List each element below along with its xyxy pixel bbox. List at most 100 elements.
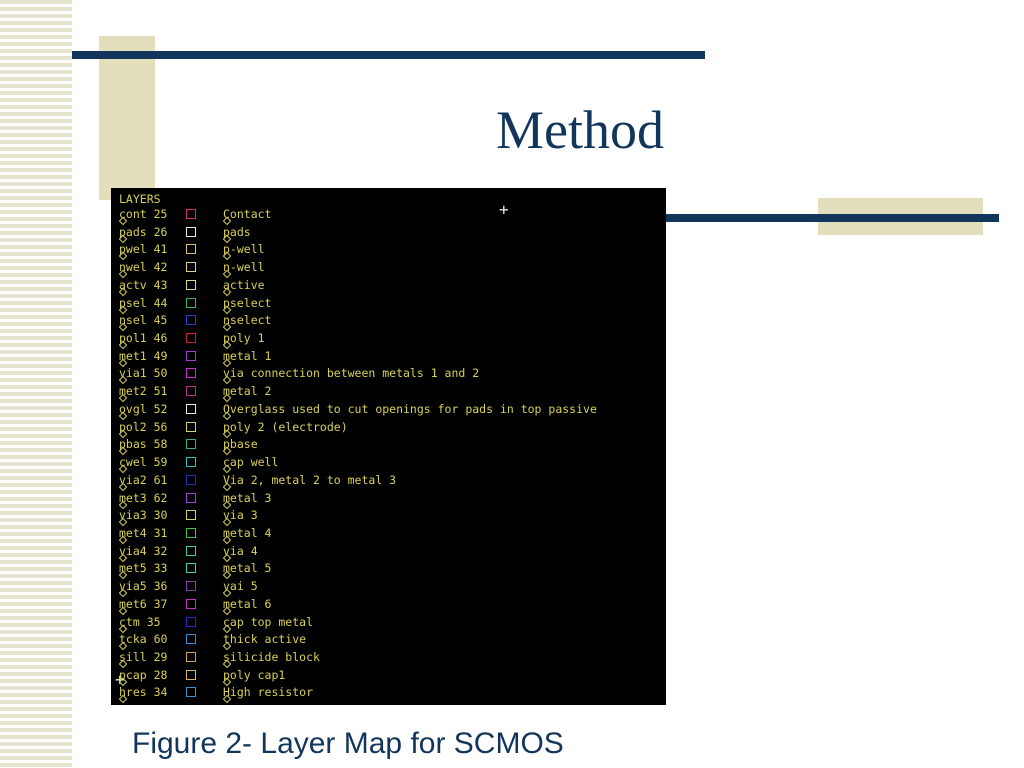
layer-description: n-well [223,260,265,275]
slide-title: Method [496,100,664,160]
layer-row: nwel 42 n-well [111,258,666,279]
layer-row: via3 30 via 3 [111,506,666,527]
layer-row: pol2 56 poly 2 (electrode) [111,418,666,438]
layer-code: ovgl 52 [119,401,168,416]
layer-code: sill 29 [119,650,168,664]
layer-row: cwel 59 cap well [111,453,666,474]
layer-row: tcka 60 thick active [111,630,666,651]
layer-color-swatch [186,226,196,237]
layer-code: met3 62 [119,490,168,505]
layer-color-swatch [186,474,196,485]
layer-description: via 4 [223,543,258,558]
layer-code: via3 30 [119,508,168,523]
layer-code: via4 32 [119,543,168,558]
layer-code: via5 36 [119,579,168,594]
layer-row: pcap 28 poly cap1 [111,666,666,686]
layer-description: pads [223,224,251,239]
layer-description: via 3 [223,508,258,523]
layer-code: cwel 59 [119,455,168,470]
layer-color-swatch [186,279,196,290]
layer-color-swatch [186,386,196,397]
layer-color-swatch [186,687,196,698]
layer-color-swatch [186,581,196,592]
layer-code: pcap 28 [119,667,168,682]
layer-color-swatch [186,510,196,521]
layer-description: Via 2, metal 2 to metal 3 [223,472,397,487]
layer-color-swatch [186,598,196,609]
layer-code: actv 43 [119,277,168,292]
layer-description: Contact [223,207,272,221]
layer-description: metal 1 [223,348,272,363]
layer-description: active [223,277,265,292]
layer-description: via connection between metals 1 and 2 [223,366,480,381]
layer-row: met3 62 metal 3 [111,489,666,509]
layer-code: via1 50 [119,366,168,381]
layer-description: metal 6 [223,596,272,611]
layer-description: metal 4 [223,525,272,540]
layer-color-swatch [186,209,196,219]
layer-row: cont 25 Contact [111,205,666,226]
layer-row: pads 26 pads [111,223,666,243]
layer-description: thick active [223,632,307,647]
layer-color-swatch [186,616,196,627]
title-rule [72,51,705,59]
layer-color-swatch [186,297,196,308]
layer-description: cap well [223,455,279,470]
layer-description: poly 2 (electrode) [223,419,348,434]
layer-code: pads 26 [119,224,168,239]
layer-color-swatch [186,634,196,645]
layer-code: nwel 42 [119,260,168,275]
layer-color-swatch [186,492,196,503]
layer-code: cont 25 [119,207,168,221]
crosshair-cursor-icon: + [499,200,509,219]
layer-row: via1 50 via connection between metals 1 a… [111,364,666,385]
layer-row: pwel 41 p-well [111,240,666,261]
layer-row: actv 43 active [111,276,666,297]
layer-color-swatch [186,315,196,326]
layer-row: via5 36 vai 5 [111,577,666,598]
layer-color-swatch [186,403,196,414]
layer-description: metal 5 [223,561,272,576]
layer-description: cap top metal [223,614,314,629]
layer-description: poly cap1 [223,667,286,682]
layer-description: metal 3 [223,490,272,505]
layer-description: Overglass used to cut openings for pads … [223,401,597,416]
layer-row: met6 37 metal 6 [111,595,666,616]
layers-header: LAYERS [119,192,161,206]
layer-description: p-well [223,242,265,257]
layer-code: met1 49 [119,348,168,363]
layer-color-swatch [186,368,196,379]
layer-color-swatch [186,350,196,361]
decorative-stripes [0,0,72,768]
layer-code: tcka 60 [119,632,168,647]
layer-code: pbas 58 [119,437,168,452]
layer-code: pol2 56 [119,419,168,434]
layer-color-swatch [186,545,196,556]
layer-code: pwel 41 [119,242,168,257]
layer-color-swatch [186,652,196,662]
layer-color-swatch [186,563,196,574]
accent-rule [665,214,999,222]
layer-color-swatch [186,333,196,344]
layer-description: vai 5 [223,579,258,594]
layer-row: via4 32 via 4 [111,542,666,562]
layer-description: metal 2 [223,384,272,399]
layer-code: psel 44 [119,295,168,310]
figure-caption: Figure 2- Layer Map for SCMOS [132,727,564,760]
layer-color-swatch [186,669,196,680]
layer-description: poly 1 [223,331,265,346]
layer-description: High resistor [223,685,314,700]
layer-description: nselect [223,313,272,328]
layer-code: met6 37 [119,596,168,611]
